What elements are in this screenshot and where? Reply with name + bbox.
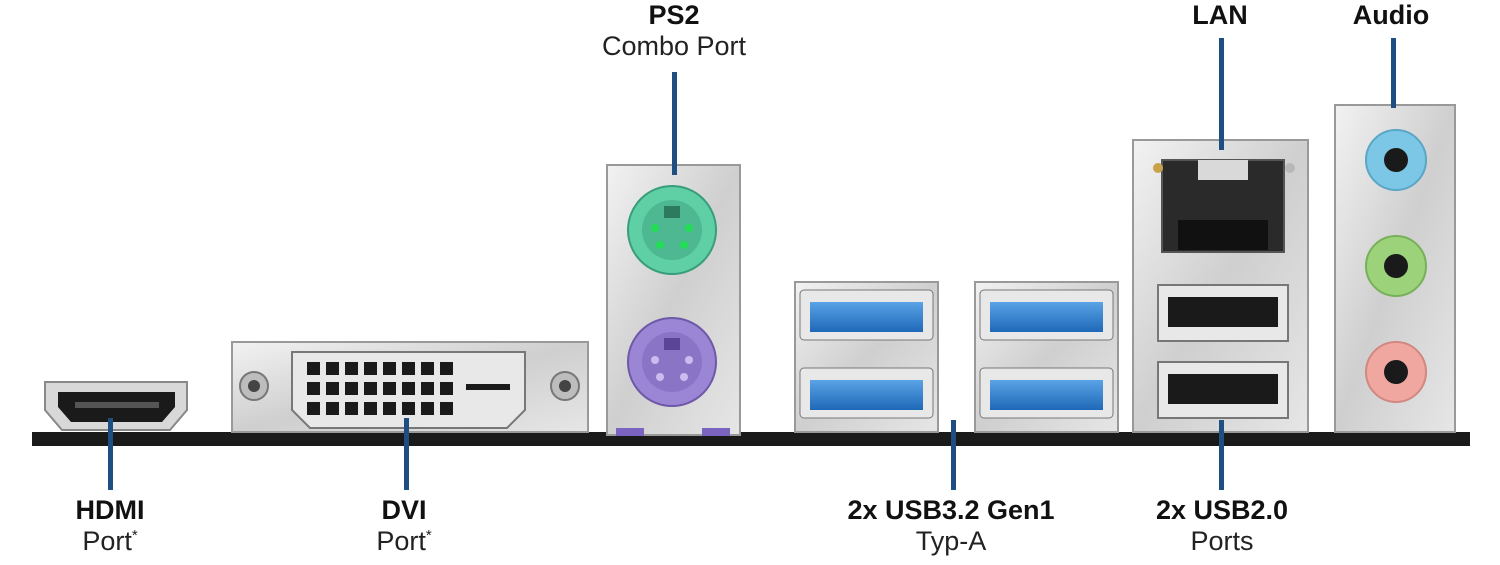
usb2-title: 2x USB2.0 <box>1155 495 1289 525</box>
usb3-subtitle: Typ-A <box>915 526 987 557</box>
dvi-port <box>231 341 589 433</box>
ps2-callout-line <box>672 72 677 175</box>
dvi-title: DVI <box>381 495 427 525</box>
usb3-port-stack-left <box>794 281 939 433</box>
lan-usb2-stack <box>1132 139 1309 433</box>
dvi-callout-line <box>404 418 409 490</box>
usb2-subtitle: Ports <box>1190 526 1254 557</box>
usb3-label: 2x USB3.2 Gen1 Typ-A <box>826 495 1076 557</box>
lan-title: LAN <box>1192 0 1248 30</box>
usb3-callout-line <box>951 420 956 490</box>
usb3-port-stack-right <box>974 281 1119 433</box>
board-base <box>32 432 1470 446</box>
usb2-label: 2x USB2.0 Ports <box>1122 495 1322 557</box>
hdmi-subtitle: Port* <box>82 526 138 557</box>
ps2-label: PS2 Combo Port <box>574 0 774 62</box>
hdmi-callout-line <box>108 418 113 490</box>
ps2-title: PS2 <box>648 0 700 30</box>
hdmi-title: HDMI <box>75 495 145 525</box>
audio-label: Audio <box>1331 0 1451 31</box>
lan-callout-line <box>1219 38 1224 150</box>
audio-jacks <box>1334 104 1456 433</box>
hdmi-port <box>44 381 188 431</box>
dvi-label: DVI Port* <box>344 495 464 557</box>
lan-label: LAN <box>1170 0 1270 31</box>
ps2-subtitle: Combo Port <box>601 31 747 62</box>
usb2-callout-line <box>1219 420 1224 490</box>
usb3-title: 2x USB3.2 Gen1 <box>847 495 1055 525</box>
audio-callout-line <box>1391 38 1396 108</box>
ps2-port <box>606 164 741 436</box>
dvi-subtitle: Port* <box>376 526 432 557</box>
audio-title: Audio <box>1352 0 1430 30</box>
hdmi-label: HDMI Port* <box>50 495 170 557</box>
